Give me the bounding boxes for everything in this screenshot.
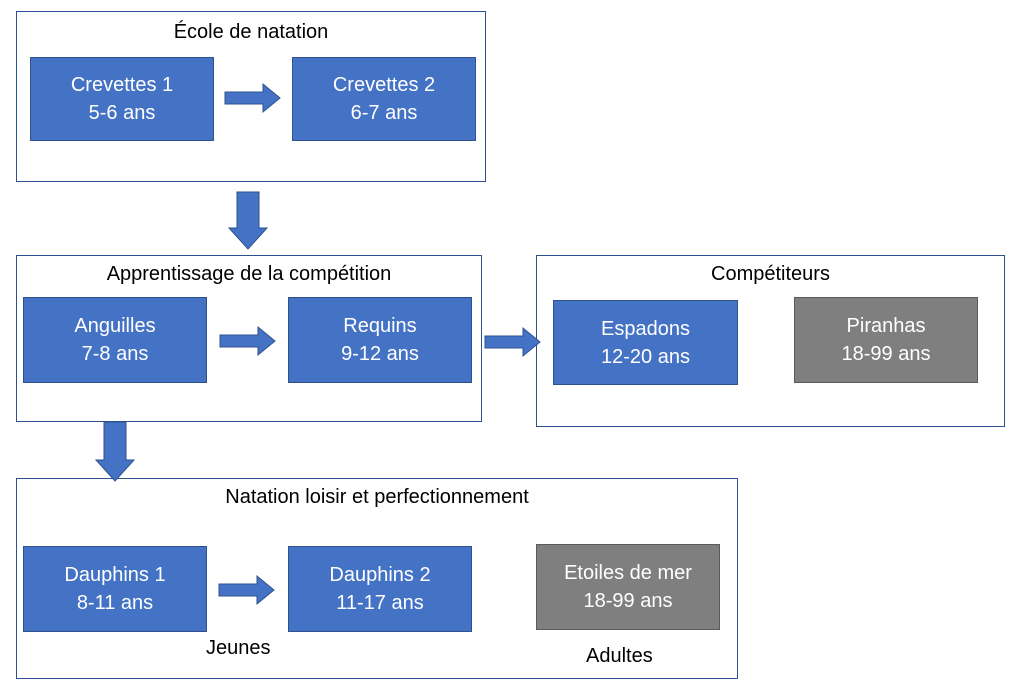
caption-jeunes: Jeunes [206, 637, 271, 659]
box-requins: Requins 9-12 ans [288, 297, 472, 383]
box-etoiles-de-mer-name: Etoiles de mer [564, 562, 692, 584]
group-title-ecole: École de natation [173, 21, 329, 43]
box-etoiles-de-mer-ages: 18-99 ans [583, 590, 673, 612]
box-piranhas-name: Piranhas [846, 315, 926, 337]
box-anguilles: Anguilles 7-8 ans [23, 297, 207, 383]
box-dauphins-2: Dauphins 2 11-17 ans [288, 546, 472, 632]
caption-adultes: Adultes [586, 645, 653, 667]
arrow-ecole-to-apprentissage-icon [227, 191, 269, 250]
box-requins-ages: 9-12 ans [341, 343, 419, 365]
group-title-loisir: Natation loisir et perfectionnement [225, 486, 529, 508]
box-dauphins-2-ages: 11-17 ans [336, 592, 424, 614]
box-dauphins-2-name: Dauphins 2 [329, 564, 431, 586]
box-piranhas-ages: 18-99 ans [841, 343, 931, 365]
box-dauphins-1-ages: 8-11 ans [76, 592, 154, 614]
box-espadons-ages: 12-20 ans [601, 345, 690, 368]
box-crevettes-1: Crevettes 1 5-6 ans [30, 57, 214, 141]
arrow-dauphins-1-to-2-icon [218, 574, 275, 606]
box-requins-name: Requins [343, 315, 417, 337]
arrow-apprentissage-to-competiteurs-icon [484, 326, 541, 358]
arrow-apprentissage-to-loisir-icon [94, 421, 136, 482]
box-anguilles-name: Anguilles [74, 315, 156, 337]
box-anguilles-ages: 7-8 ans [81, 343, 149, 365]
box-espadons-name: Espadons [601, 317, 690, 340]
box-crevettes-2-name: Crevettes 2 [332, 74, 436, 96]
box-etoiles-de-mer: Etoiles de mer 18-99 ans [536, 544, 720, 630]
box-piranhas: Piranhas 18-99 ans [794, 297, 978, 383]
box-crevettes-2: Crevettes 2 6-7 ans [292, 57, 476, 141]
arrow-crevettes-1-to-2-icon [224, 82, 281, 114]
arrow-anguilles-to-requins-icon [219, 325, 276, 357]
box-crevettes-1-ages: 5-6 ans [88, 102, 156, 124]
box-dauphins-1: Dauphins 1 8-11 ans [23, 546, 207, 632]
box-crevettes-1-name: Crevettes 1 [70, 74, 174, 96]
box-dauphins-1-name: Dauphins 1 [64, 564, 166, 586]
box-crevettes-2-ages: 6-7 ans [350, 102, 418, 124]
group-title-apprentissage: Apprentissage de la compétition [106, 263, 392, 285]
group-title-competiteurs: Compétiteurs [711, 263, 830, 285]
box-espadons: Espadons 12-20 ans [553, 300, 738, 385]
